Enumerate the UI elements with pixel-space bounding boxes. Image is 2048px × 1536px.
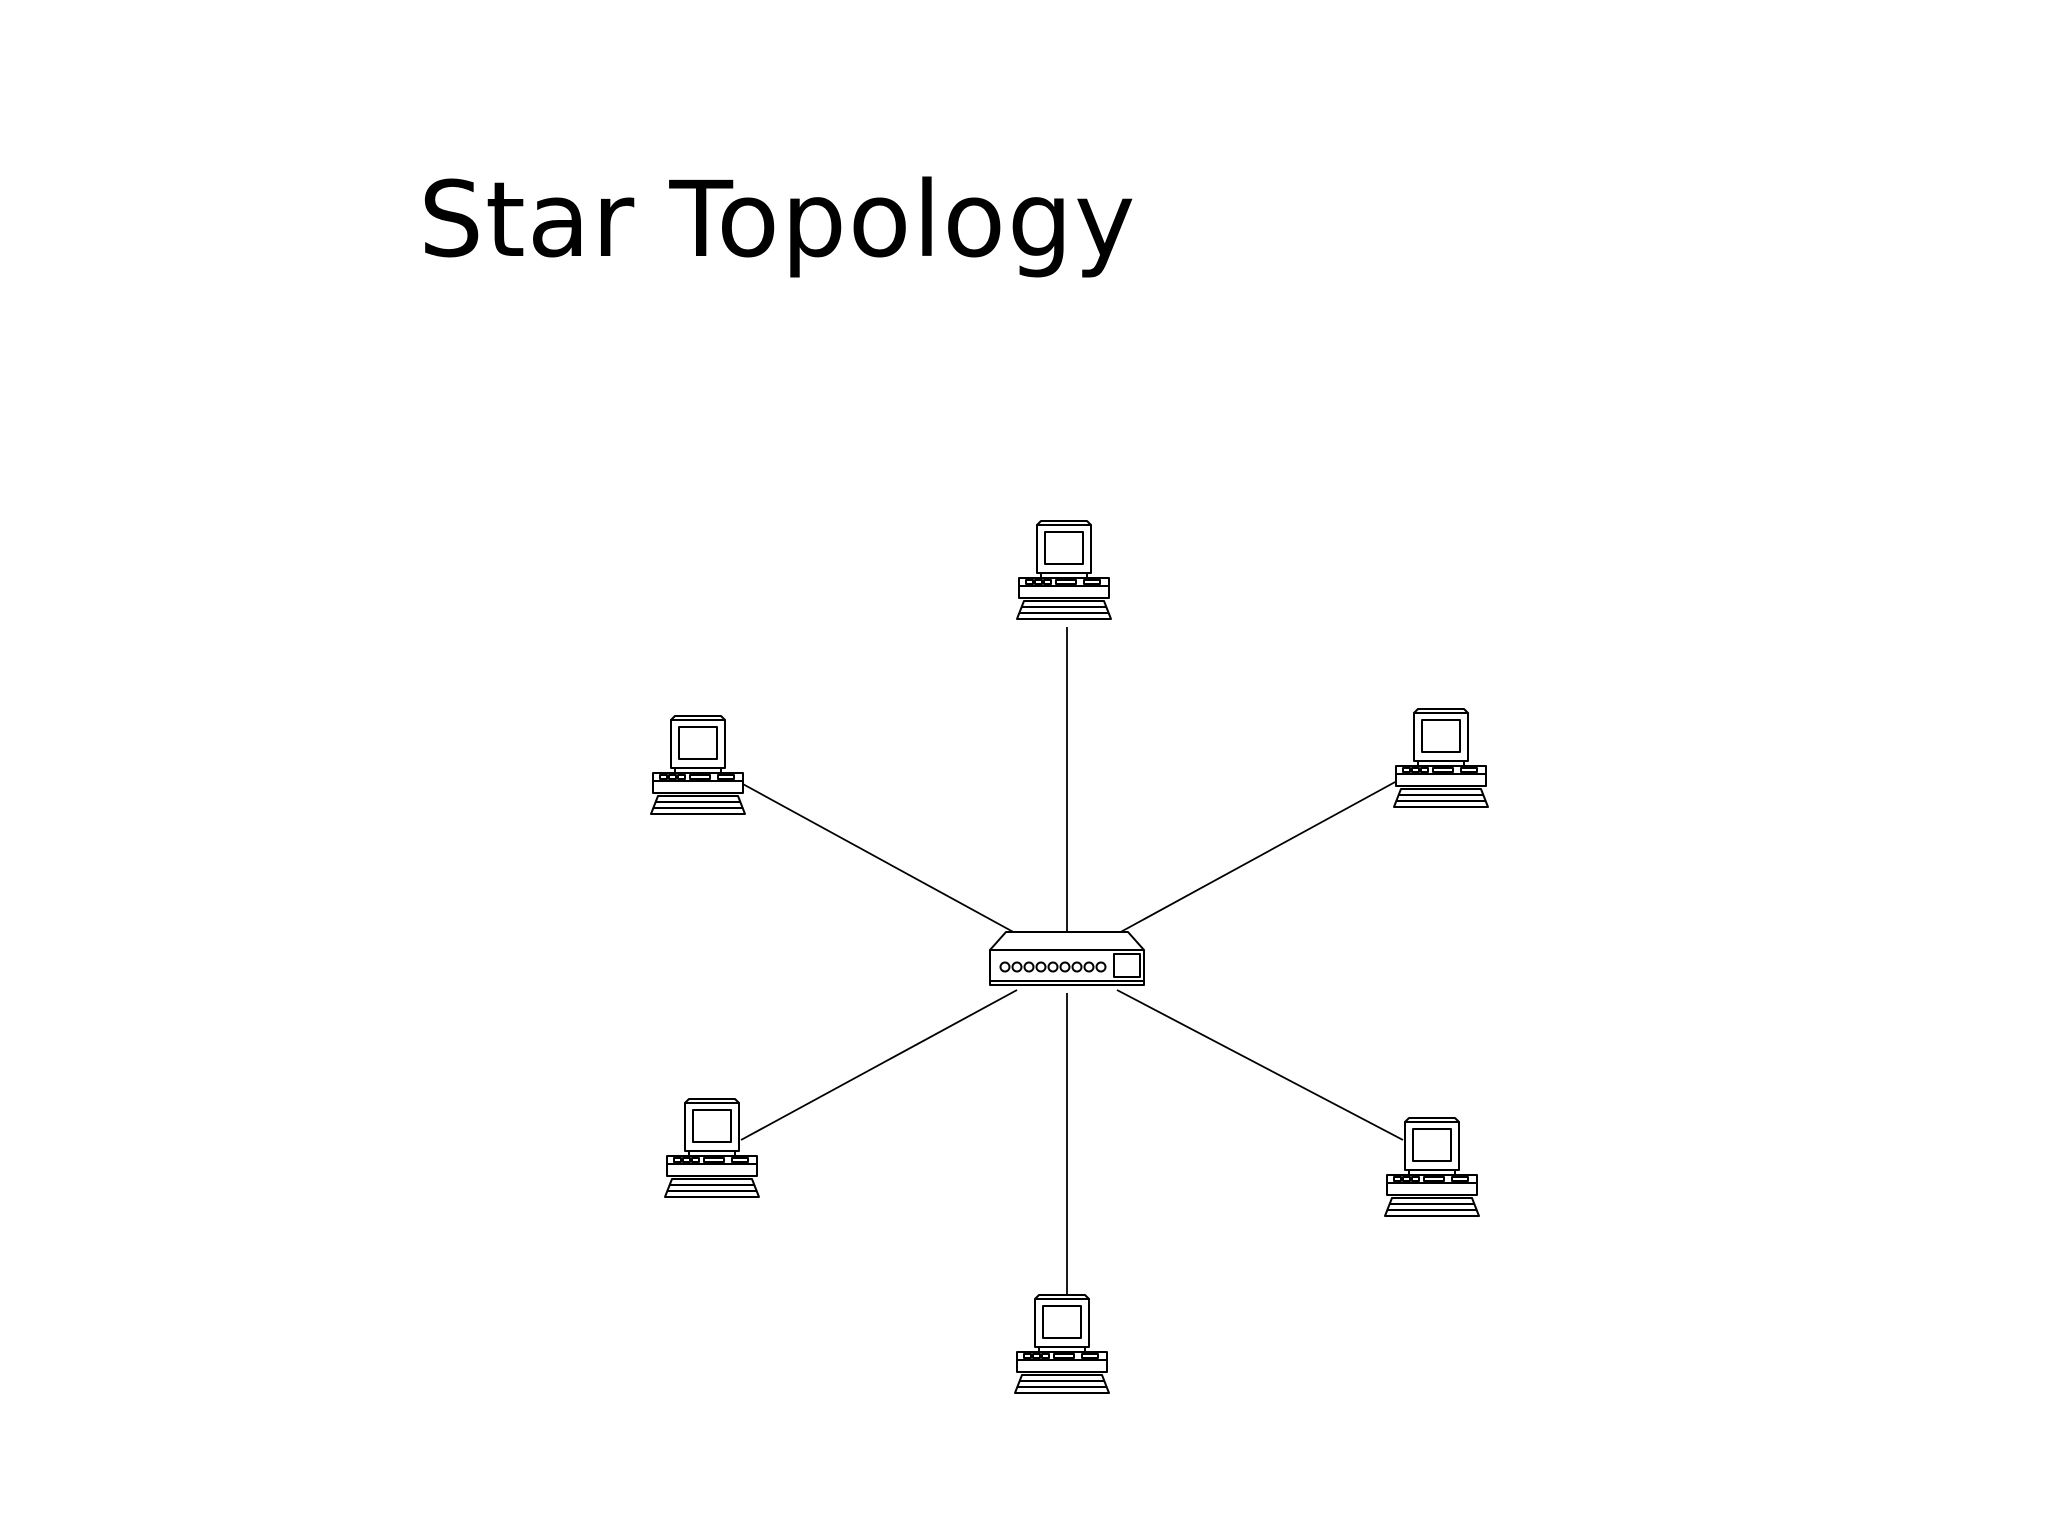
link-hub-lower-left: [740, 989, 1018, 1141]
link-hub-lower-right: [1116, 989, 1404, 1141]
computer-icon: [664, 1098, 760, 1198]
network-hub-icon: [989, 931, 1145, 986]
computer-icon: [1014, 1294, 1110, 1394]
topology-links: [740, 627, 1404, 1297]
link-hub-upper-left: [740, 782, 1018, 935]
slide-title: Star Topology: [418, 159, 1137, 281]
computer-icon: [1016, 520, 1112, 620]
computer-icon: [1384, 1117, 1480, 1217]
computer-icon: [650, 715, 746, 815]
computer-icon: [1393, 708, 1489, 808]
link-hub-upper-right: [1116, 780, 1398, 935]
